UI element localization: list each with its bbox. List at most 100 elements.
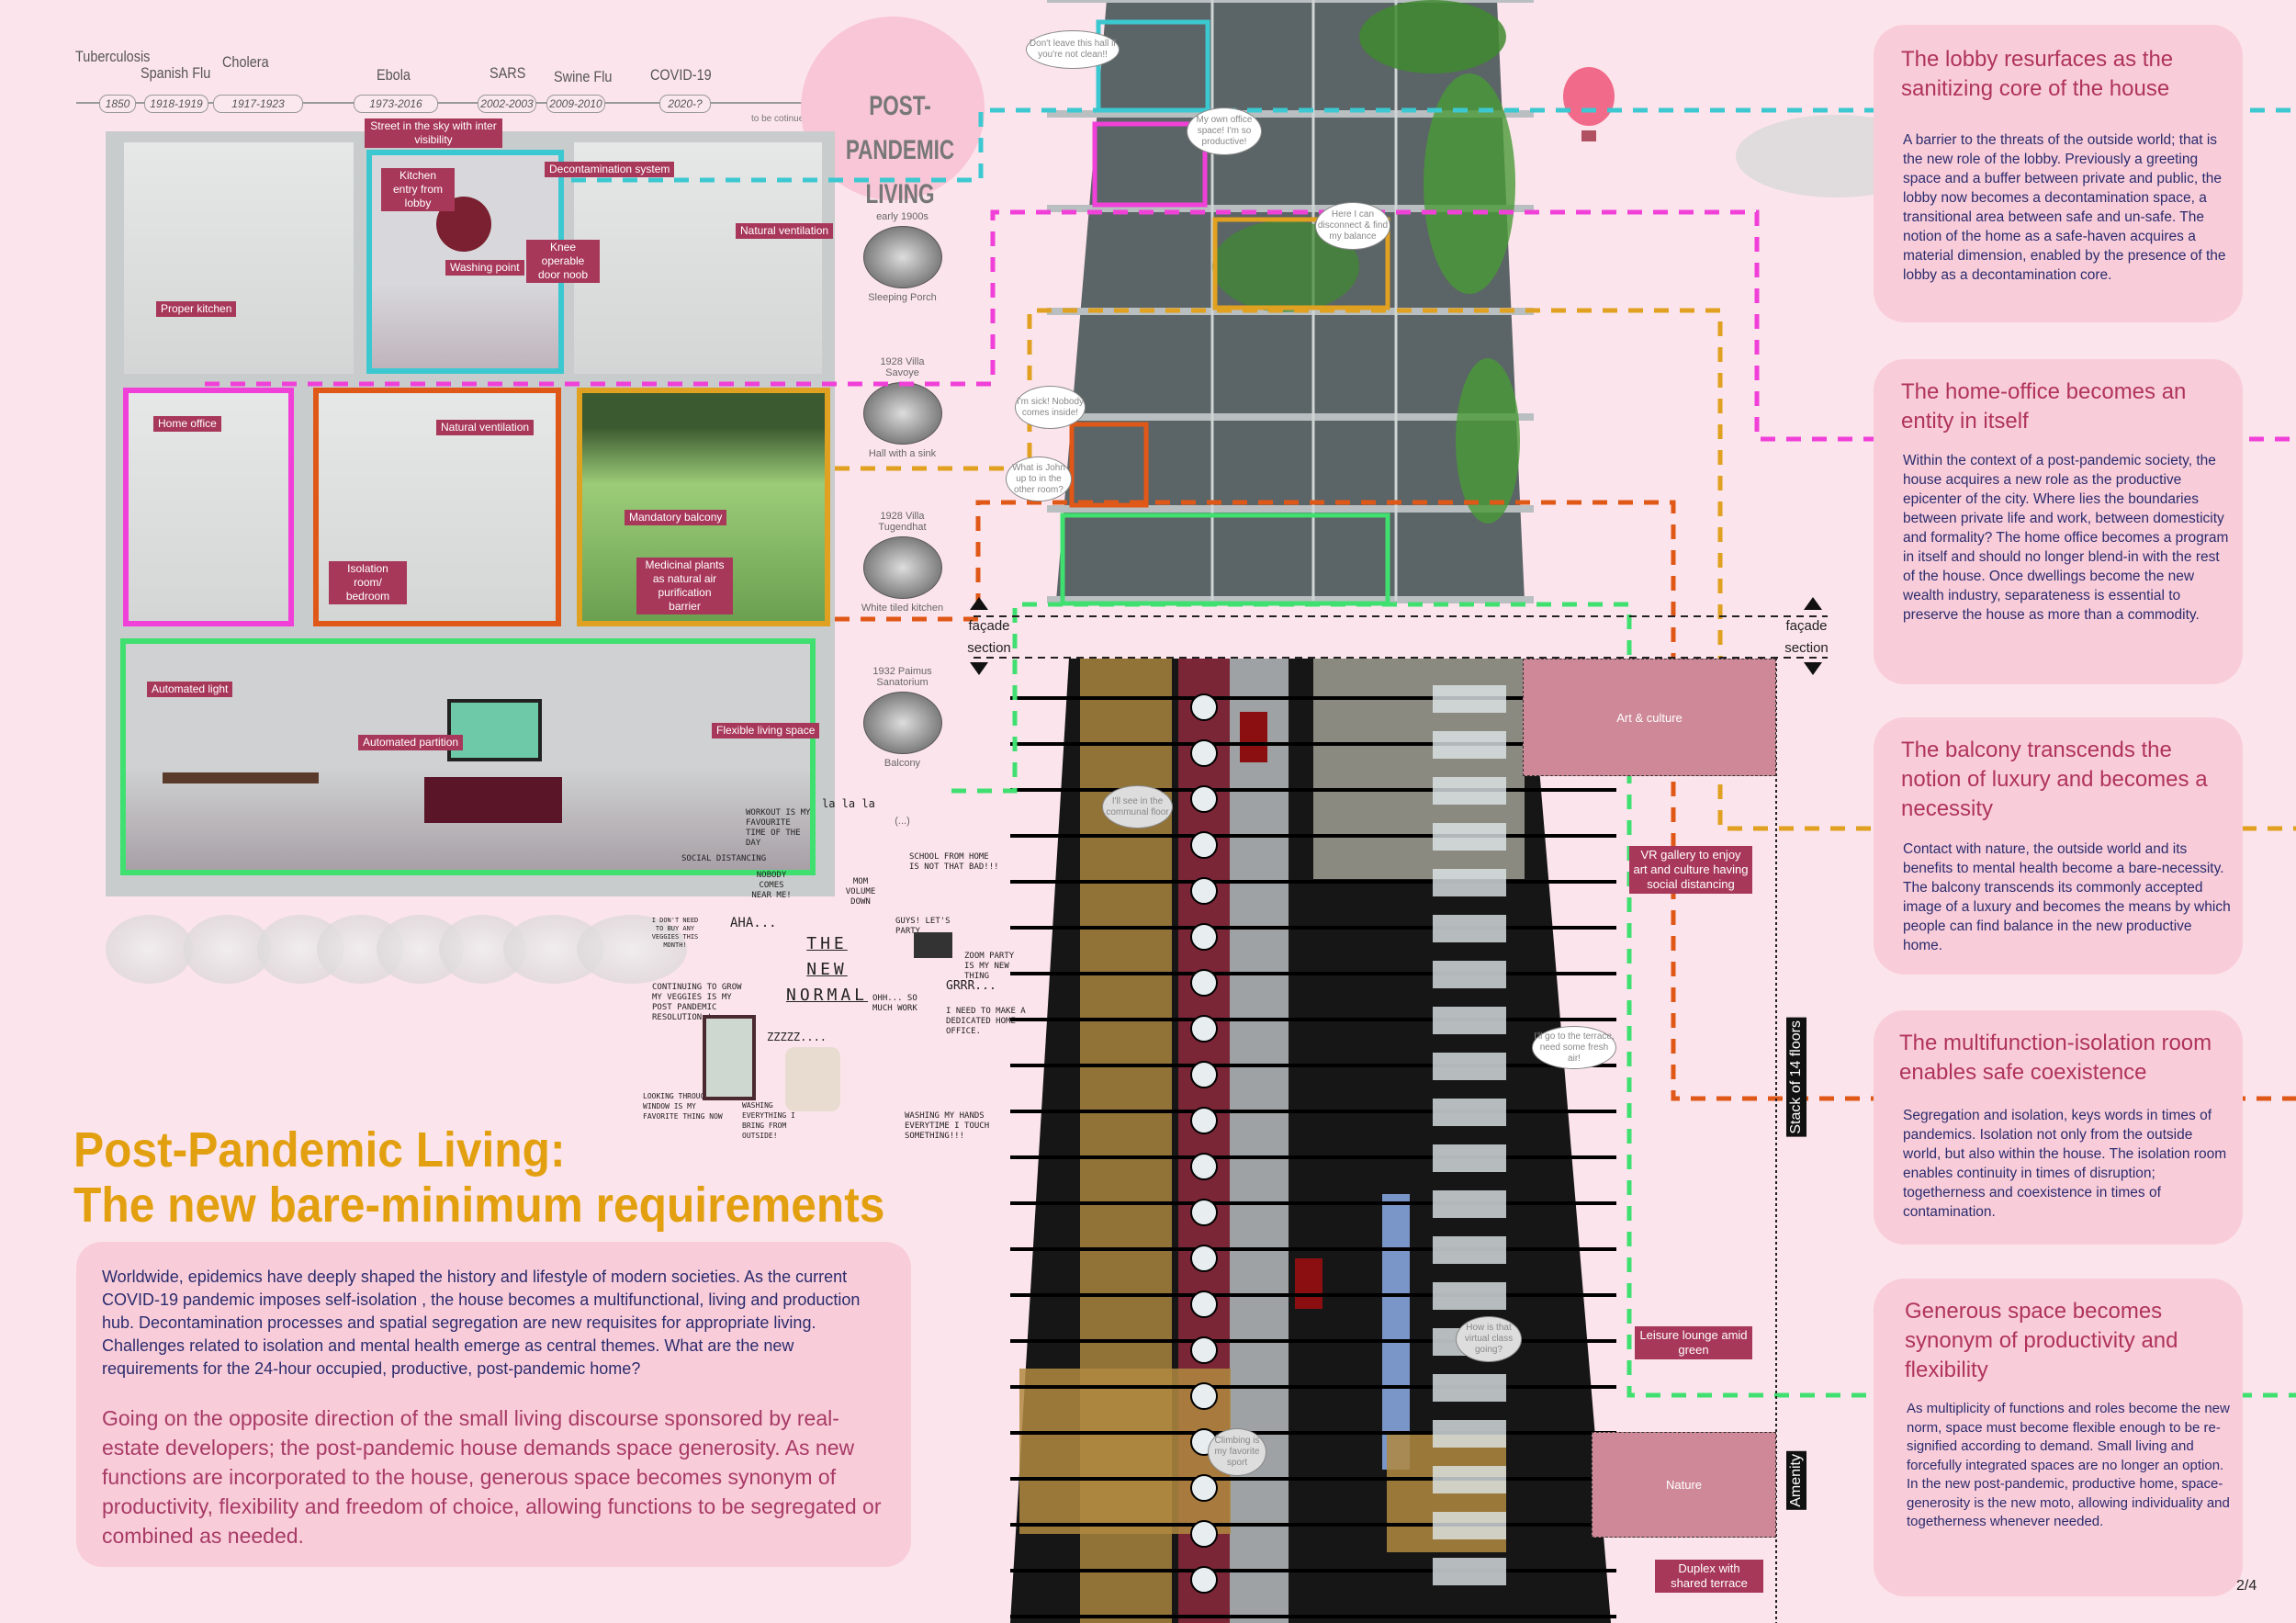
speech-bubble: Don't leave this hall if you're not clea…	[1026, 30, 1120, 69]
intro-box: Worldwide, epidemics have deeply shaped …	[76, 1242, 911, 1567]
kitchen-room	[124, 142, 354, 374]
balcony-connector	[835, 308, 2296, 831]
card-lobby: The lobby resurfaces as the sanitizing c…	[1874, 25, 2243, 322]
floor-plan-illustration: Street in the sky with inter visibility …	[106, 118, 835, 896]
living-room	[120, 638, 816, 875]
floor-slab	[1047, 505, 1534, 513]
window	[1433, 1190, 1506, 1218]
floor-slab	[1047, 596, 1534, 603]
timeline-continued: to be cotinued	[751, 114, 809, 124]
porthole-window	[1190, 969, 1218, 997]
porthole-window	[1190, 1566, 1218, 1594]
vr-gallery-label: VR gallery to enjoy art and culture havi…	[1629, 846, 1752, 894]
page-number: 2/4	[2236, 1578, 2257, 1594]
window	[1433, 1420, 1506, 1448]
floor-slab	[1047, 110, 1534, 118]
timeline-event-name: Swine Flu	[554, 68, 613, 85]
porthole-window	[1190, 1474, 1218, 1502]
window	[1433, 1558, 1506, 1585]
sketch-note: Washing everything I bring from outside!	[742, 1101, 795, 1140]
window	[1433, 1144, 1506, 1172]
floor-slab	[1047, 413, 1534, 421]
timeline-event-name: Spanish Flu	[141, 64, 211, 82]
laptop-sketch	[914, 932, 952, 958]
sketch-note: Ohh... so much work	[872, 994, 917, 1013]
label-natural-ventilation: Natural ventilation	[736, 223, 834, 239]
silhouette-bubble	[106, 915, 193, 984]
timeline-axis	[76, 102, 820, 104]
porthole-window	[1190, 877, 1218, 905]
window	[1433, 731, 1506, 759]
intro-paragraph-highlight: Going on the opposite direction of the s…	[102, 1406, 882, 1548]
leisure-lounge-label: Leisure lounge amid green	[1635, 1326, 1752, 1359]
label-mandatory-balcony: Mandatory balcony	[625, 510, 727, 525]
card-title: Generous space becomes synonym of produc…	[1905, 1299, 2178, 1382]
speech-bubble: I'll see in the communal floor	[1102, 785, 1173, 828]
card-isolation: The multifunction-isolation room enables…	[1874, 1010, 2243, 1245]
window	[1433, 869, 1506, 896]
window	[1433, 1007, 1506, 1034]
history-photo	[862, 382, 942, 445]
dining-table	[163, 772, 319, 783]
sketch-note: zzzzz....	[767, 1031, 827, 1043]
label-flexible-living: Flexible living space	[712, 723, 820, 738]
sketch-note: la la la	[822, 797, 875, 810]
window	[1433, 915, 1506, 942]
speech-bubble: How is that virtual class going?	[1456, 1316, 1522, 1362]
label-proper-kitchen: Proper kitchen	[156, 301, 237, 317]
timeline-event-date: 2020-?	[659, 95, 711, 113]
label-automated-partition: Automated partition	[358, 735, 464, 750]
label-home-office: Home office	[153, 416, 221, 432]
label-street-sky: Street in the sky with inter visibility	[365, 118, 502, 148]
history-photo	[862, 226, 942, 288]
amenity-label: Amenity	[1786, 1451, 1806, 1510]
sketch-note: I don't need to buy any veggies this mon…	[651, 917, 699, 949]
label-natural-ventilation: Natural ventilation	[436, 420, 535, 435]
window-sketch	[703, 1015, 756, 1100]
window	[1433, 685, 1506, 713]
card-balcony: The balcony transcends the notion of lux…	[1874, 717, 2243, 975]
sketch-note: grrr...	[946, 979, 996, 993]
sketch-note: I need to make a dedicated home office.	[946, 1007, 1026, 1036]
speech-bubble: Climbing is my favorite sport	[1208, 1428, 1266, 1476]
sketch-note: Washing my hands everytime I touch somet…	[905, 1111, 990, 1141]
upper-tower	[1047, 0, 1534, 606]
sketch-note: Looking through my window is my favorite…	[643, 1092, 723, 1121]
timeline-event-name: SARS	[490, 64, 526, 82]
sketch-note: Mom volume down	[845, 877, 876, 907]
window	[1433, 1282, 1506, 1310]
porthole-window	[1190, 1382, 1218, 1410]
porthole-window	[1190, 1153, 1218, 1180]
porthole-window	[1190, 1520, 1218, 1548]
window	[1433, 1466, 1506, 1493]
nature-zone: Nature	[1592, 1432, 1776, 1538]
card-body: Contact with nature, the outside world a…	[1903, 841, 2231, 953]
card-generous-space: Generous space becomes synonym of produc…	[1874, 1279, 2243, 1596]
card-title: The balcony transcends the notion of lux…	[1901, 738, 2208, 821]
porthole-window	[1190, 739, 1218, 767]
speech-bubble: My own office space! I'm so productive!	[1187, 107, 1262, 155]
window	[1433, 1512, 1506, 1539]
floor-slab	[1047, 205, 1534, 212]
sketch-note: School from home is not that bad!!!	[909, 852, 999, 872]
intro-paragraph: Worldwide, epidemics have deeply shaped …	[102, 1268, 861, 1378]
generous-connector	[951, 602, 2296, 1398]
card-body: As multiplicity of functions and roles b…	[1907, 1401, 2230, 1529]
speech-bubble: What is John up to in the other room?	[1006, 456, 1072, 502]
timeline-event-date: 2002-2003	[478, 95, 536, 113]
stack-floors-label: Stack of 14 floors	[1786, 1018, 1806, 1137]
history-photo	[862, 536, 942, 599]
sketch-note: Continuing to grow my veggies is my post…	[652, 983, 742, 1022]
card-title: The home-office becomes an entity in its…	[1901, 379, 2187, 434]
porthole-window	[1190, 1107, 1218, 1134]
speech-bubble: I'll go to the terrace, need some fresh …	[1532, 1026, 1616, 1069]
lobby-connector	[571, 107, 2296, 183]
porthole-window	[1190, 1199, 1218, 1226]
porthole-window	[1190, 1245, 1218, 1272]
porthole-window	[1190, 785, 1218, 813]
